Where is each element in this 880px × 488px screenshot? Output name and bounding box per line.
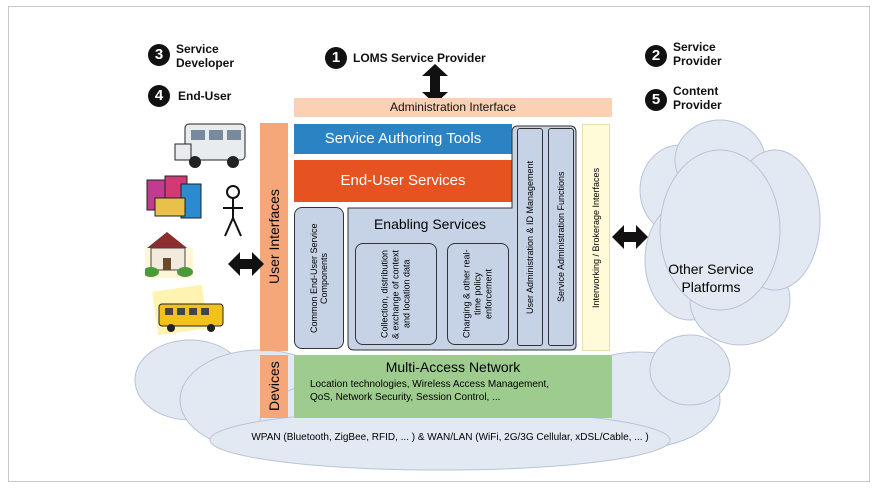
service-authoring-tools-box: Service Authoring Tools	[294, 124, 512, 154]
charging-policy-box: Charging & other real-time policy enforc…	[447, 243, 509, 345]
person-icon	[223, 185, 243, 237]
enabling-services-label: Enabling Services	[373, 216, 487, 232]
double-arrow-right-icon	[612, 225, 648, 249]
diagram-frame	[8, 6, 870, 482]
end-user-devices-illustration	[145, 123, 246, 336]
interworking-interfaces-bar: Interworking / Brokerage Interfaces	[582, 124, 610, 351]
other-platforms-cloud	[639, 119, 821, 346]
actor-4-number: 4	[148, 85, 170, 107]
service-administration-box: Service Administration Functions	[548, 128, 574, 346]
network-title: Multi-Access Network	[385, 359, 521, 375]
actor-2-number: 2	[645, 45, 667, 67]
actor-5-number: 5	[645, 89, 667, 111]
van-icon	[174, 123, 246, 168]
access-technologies-text: WPAN (Bluetooth, ZigBee, RFID, ... ) & W…	[251, 432, 649, 443]
school-bus-icon	[152, 284, 224, 336]
double-arrow-vertical-icon	[422, 64, 448, 104]
collection-distribution-box: Collection, distribution & exchange of c…	[355, 243, 437, 345]
common-components-box: Common End-User Service Components	[294, 207, 344, 349]
multi-access-network-box: Multi-Access Network Location technologi…	[294, 355, 612, 418]
buildings-icon	[146, 175, 202, 219]
double-arrow-left-icon	[228, 252, 264, 276]
end-user-services-box: End-User Services	[294, 160, 512, 202]
actor-4-label: End-User	[178, 89, 232, 103]
actor-3-number: 3	[148, 44, 170, 66]
devices-bar: Devices	[260, 355, 288, 418]
network-line-1: Location technologies, Wireless Access M…	[310, 379, 550, 390]
network-line-2: QoS, Network Security, Session Control, …	[310, 392, 501, 403]
house-icon	[145, 232, 193, 278]
administration-interface-bar: Administration Interface	[294, 98, 612, 117]
user-administration-box: User Administration & ID Management	[517, 128, 543, 346]
actor-1-label: LOMS Service Provider	[353, 51, 486, 65]
actor-1-number: 1	[325, 47, 347, 69]
